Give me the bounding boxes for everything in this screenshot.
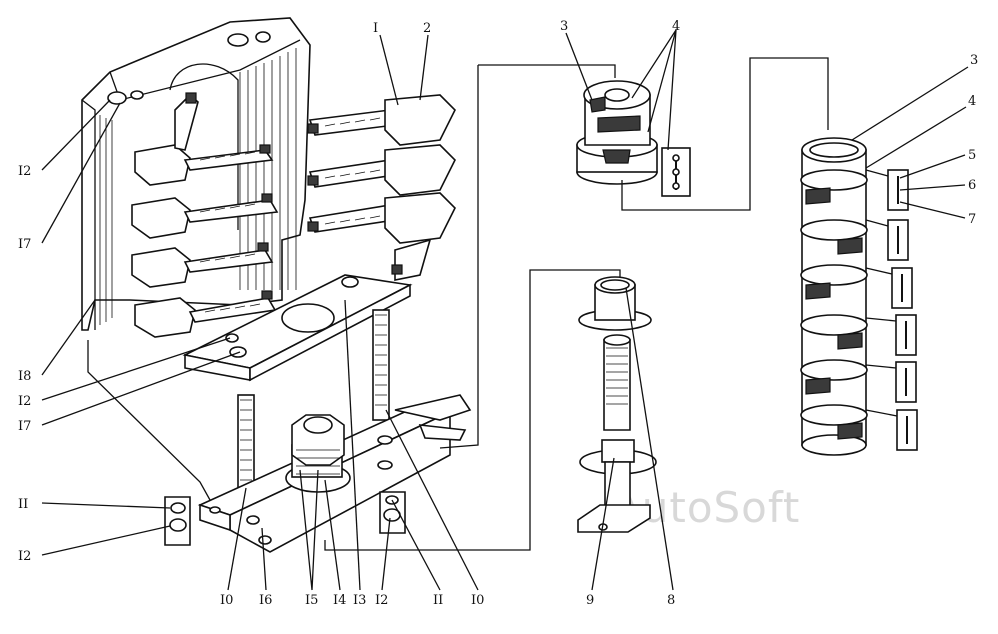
stud-right <box>372 309 390 421</box>
callout-11-base: II <box>433 593 443 608</box>
callout-12-base: I2 <box>375 593 388 608</box>
callout-17-top: I7 <box>18 237 31 252</box>
callout-2: 2 <box>423 21 431 36</box>
callout-12-top: I2 <box>18 164 31 179</box>
callout-10-right: I0 <box>471 593 484 608</box>
rotor-screw-kits-right <box>865 169 918 451</box>
callout-11-left: II <box>18 497 28 512</box>
callout-1: I <box>373 21 378 36</box>
housing-bolt <box>107 91 127 105</box>
plate-bolt <box>341 276 359 288</box>
callout-10-left: I0 <box>220 593 233 608</box>
callout-14: I4 <box>333 593 346 608</box>
callout-4-right: 4 <box>968 94 976 109</box>
callout-9: 9 <box>586 593 594 608</box>
shaft-assembly <box>577 276 657 533</box>
contact-finger-row-right <box>307 94 456 281</box>
top-bolt <box>227 33 249 47</box>
contact-housing-assembly <box>81 17 621 553</box>
callout-16: I6 <box>259 593 272 608</box>
callout-4-top: 4 <box>672 19 680 34</box>
rotor-segment <box>576 57 829 211</box>
leader-lines <box>41 29 969 591</box>
callout-13: I3 <box>353 593 366 608</box>
washer-bracket-right <box>379 491 406 534</box>
washer-bracket-left <box>164 496 191 546</box>
rotor-screw-kit-top <box>661 147 691 197</box>
callout-18: I8 <box>18 369 31 384</box>
plate-nut <box>229 346 247 358</box>
callout-labels: I 2 3 4 3 4 5 6 7 I2 I7 I8 I2 I7 II I2 I… <box>18 19 978 608</box>
callout-3-top: 3 <box>560 19 568 34</box>
callout-15: I5 <box>305 593 318 608</box>
callout-5: 5 <box>968 148 976 163</box>
mounting-plate <box>182 274 413 382</box>
callout-6: 6 <box>968 178 976 193</box>
callout-8: 8 <box>667 593 675 608</box>
callout-12-mid: I2 <box>18 394 31 409</box>
contact-finger-row-left <box>131 92 279 338</box>
callout-12-bottom: I2 <box>18 549 31 564</box>
stud-left <box>237 394 255 506</box>
rotor-stack <box>800 137 868 456</box>
callout-3-right: 3 <box>970 53 978 68</box>
callout-7: 7 <box>968 212 976 227</box>
callout-17-mid: I7 <box>18 419 31 434</box>
